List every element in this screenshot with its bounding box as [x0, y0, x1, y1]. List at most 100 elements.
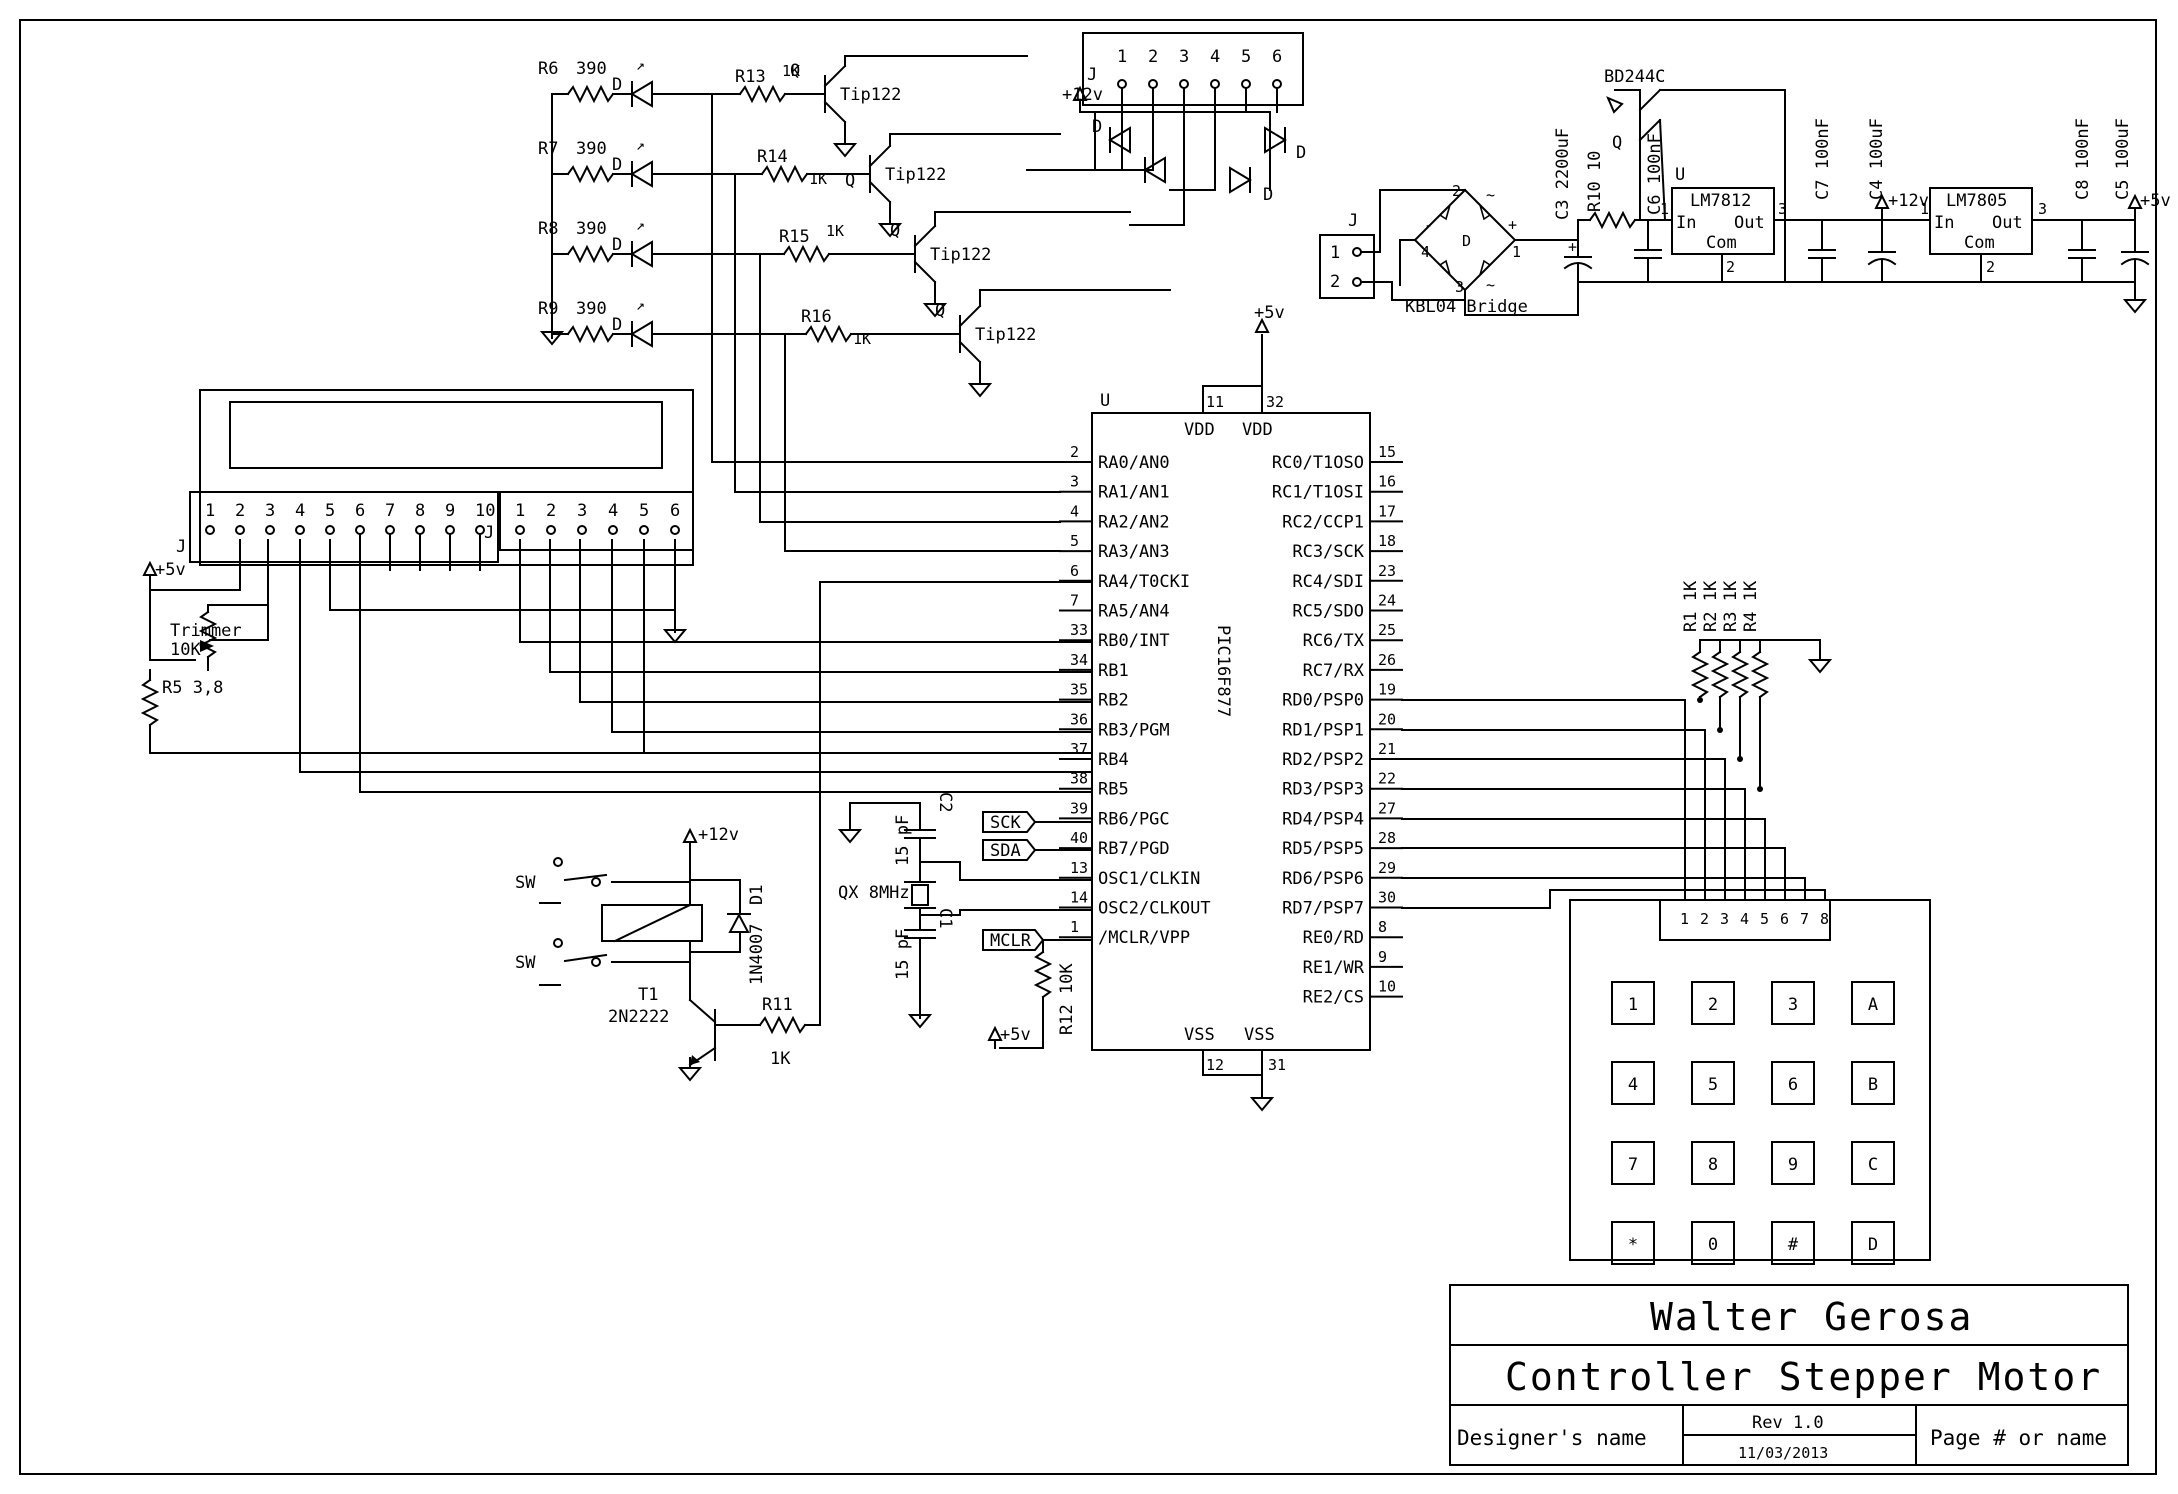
keypad-key-body[interactable]: [1611, 1141, 1655, 1185]
lcd-pin-contact: [445, 525, 455, 535]
lm7812-com: Com: [1706, 233, 1737, 253]
mcu-vss-label-2: VSS: [1244, 1025, 1275, 1045]
keypad-key-body[interactable]: [1771, 1061, 1815, 1105]
keypad-key[interactable]: 6: [1771, 1061, 1815, 1105]
motor-supply-label: +12v: [1062, 85, 1103, 105]
keypad-key-body[interactable]: [1771, 1141, 1815, 1185]
lcd-ctrl-connector: [499, 491, 694, 551]
mcu-pin-name: RE2/CS: [1303, 988, 1364, 1008]
keypad-key[interactable]: 0: [1691, 1221, 1735, 1265]
transistor-collector: [868, 144, 892, 168]
mcu-pin-name: RB1: [1098, 661, 1129, 681]
ra-wire: [759, 253, 1061, 523]
crystal-label: QX 8MHz: [838, 883, 910, 903]
keypad-key[interactable]: 9: [1771, 1141, 1815, 1185]
keypad-key-label: 6: [1788, 1075, 1798, 1095]
keypad-key[interactable]: A: [1851, 981, 1895, 1025]
keypad-key-body[interactable]: [1691, 981, 1735, 1025]
mcu-vss-label-1: VSS: [1184, 1025, 1215, 1045]
mcu-pin-number: 5: [1070, 532, 1079, 550]
keypad-key[interactable]: 3: [1771, 981, 1815, 1025]
keypad-key[interactable]: 8: [1691, 1141, 1735, 1185]
keypad-key-body[interactable]: [1691, 1221, 1735, 1265]
lm7805-out: Out: [1992, 213, 2023, 233]
keypad-row-wire: [1401, 889, 1826, 909]
base-resistor: [761, 166, 808, 182]
lm7812-pin-out: 3: [1778, 200, 1787, 218]
transistor-q: Q: [790, 61, 800, 81]
keypad-key-body[interactable]: [1691, 1141, 1735, 1185]
keypad-key-body[interactable]: [1851, 981, 1895, 1025]
mcu-pin-name: RD7/PSP7: [1282, 899, 1364, 919]
keypad-key[interactable]: 5: [1691, 1061, 1735, 1105]
junction-dot: [1737, 756, 1743, 762]
keypad-key-body[interactable]: [1851, 1221, 1895, 1265]
lm7805-in: In: [1934, 213, 1954, 233]
transistor-emitter: [868, 180, 892, 204]
led-diode: [630, 240, 653, 268]
keypad-key[interactable]: 4: [1611, 1061, 1655, 1105]
keypad-pin-number: 4: [1740, 910, 1749, 928]
keypad-key[interactable]: 1: [1611, 981, 1655, 1025]
mcu-pin-name: RC2/CCP1: [1282, 512, 1364, 532]
keypad-key[interactable]: *: [1611, 1221, 1655, 1265]
base-resistor-ref: R14: [757, 147, 788, 167]
keypad-key-body[interactable]: [1851, 1061, 1895, 1105]
keypad-key[interactable]: B: [1851, 1061, 1895, 1105]
mcu-pin-number: 25: [1378, 621, 1396, 639]
keypad-row-wire: [1401, 729, 1706, 901]
bridge-label: KBL04 Bridge: [1405, 297, 1528, 317]
title-page: Page # or name: [1930, 1426, 2107, 1450]
ra-wire: [711, 93, 1061, 463]
motor-pin-number: 5: [1241, 47, 1251, 67]
keypad-key-body[interactable]: [1691, 1061, 1735, 1105]
keypad-key-label: 5: [1708, 1075, 1718, 1095]
mcu-pin-number: 13: [1070, 859, 1088, 877]
mcu-pin-number: 33: [1070, 621, 1088, 639]
keypad-key-body[interactable]: [1851, 1141, 1895, 1185]
mcu-pin-name: RA1/AN1: [1098, 483, 1170, 503]
c3-label: C3 2200uF: [1553, 128, 1573, 220]
mcu-pin-number: 28: [1378, 829, 1396, 847]
keypad-key[interactable]: C: [1851, 1141, 1895, 1185]
junction-dot: [1757, 786, 1763, 792]
keypad-key[interactable]: 2: [1691, 981, 1735, 1025]
junction-dot: [1717, 727, 1723, 733]
bridge-mark-2: ~: [1486, 276, 1495, 294]
led-resistor-ref: R7: [538, 139, 558, 159]
transistor-ground: [834, 133, 856, 157]
mcu-pin-name: RD0/PSP0: [1282, 691, 1364, 711]
lcd-ctrl-pin-number: 5: [639, 501, 649, 521]
keypad-key[interactable]: D: [1851, 1221, 1895, 1265]
rail5-label: +5v: [2140, 191, 2171, 211]
sda-label: SDA: [990, 841, 1021, 861]
keypad-key-body[interactable]: [1771, 1221, 1815, 1265]
mcu-pin-number: 17: [1378, 502, 1396, 520]
keypad-key-label: A: [1868, 995, 1878, 1015]
mcu-pin-number: 20: [1378, 710, 1396, 728]
power-connector-ref: J: [1348, 211, 1358, 231]
r11-value: 1K: [770, 1049, 791, 1069]
lcd-frame: [199, 389, 694, 566]
keypad-key-body[interactable]: [1611, 1061, 1655, 1105]
keypad-pin-number: 2: [1700, 910, 1709, 928]
motor-pin-contact: [1210, 79, 1220, 89]
mcu-pin-name: RD3/PSP3: [1282, 780, 1364, 800]
c7-label: C7 100nF: [1813, 118, 1833, 200]
motor-phase-wire: [1059, 111, 1154, 171]
lcd-pin-number: 1: [205, 501, 215, 521]
motor-pin-contact: [1241, 79, 1251, 89]
title-project: Controller Stepper Motor: [1505, 1355, 2102, 1399]
keypad-key[interactable]: #: [1771, 1221, 1815, 1265]
c4-label: C4 100uF: [1867, 118, 1887, 200]
mcu-vdd-pin-11: 11: [1206, 393, 1224, 411]
keypad-key[interactable]: 7: [1611, 1141, 1655, 1185]
relay-coil: [601, 904, 703, 942]
keypad-key-body[interactable]: [1611, 981, 1655, 1025]
keypad-key-body[interactable]: [1611, 1221, 1655, 1265]
rail12-label: +12v: [1888, 191, 1929, 211]
lm7812-out: Out: [1734, 213, 1765, 233]
motor-pin-number: 4: [1210, 47, 1220, 67]
keypad-key-body[interactable]: [1771, 981, 1815, 1025]
